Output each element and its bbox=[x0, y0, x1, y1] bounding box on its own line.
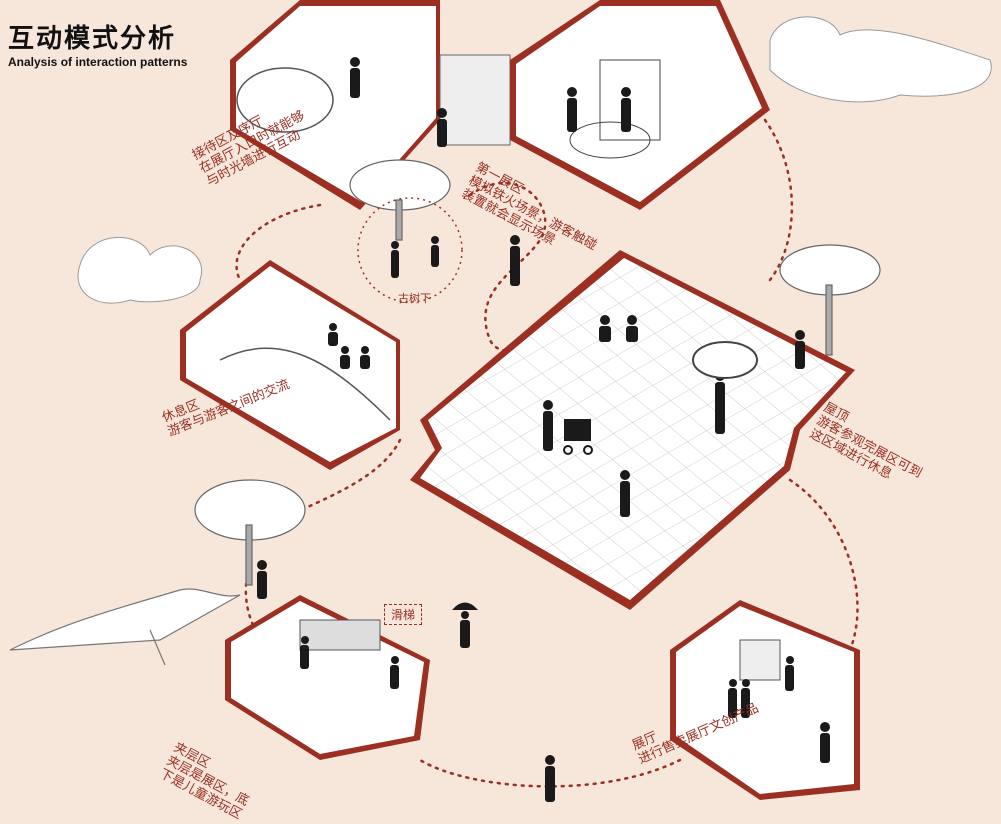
tree-zone-circle bbox=[357, 197, 463, 303]
diagram-subtitle: Analysis of interaction patterns bbox=[8, 55, 188, 69]
person-icon bbox=[257, 57, 830, 802]
umbrella-icon bbox=[452, 602, 478, 610]
reception-room bbox=[230, 0, 511, 210]
hall-room bbox=[670, 600, 860, 800]
slide-label: 滑梯 bbox=[384, 604, 423, 625]
kite-icon bbox=[9, 588, 241, 666]
floor1-room bbox=[510, 0, 770, 210]
stroller-icon bbox=[563, 419, 593, 455]
diagram-title: 互动模式分析 bbox=[8, 24, 177, 54]
cloud-icon bbox=[77, 16, 992, 304]
roof-circle-bench bbox=[692, 341, 758, 379]
roof-platform bbox=[410, 250, 855, 610]
zone-label-tree: 古树下 bbox=[398, 292, 431, 305]
mezzanine-room bbox=[225, 595, 430, 760]
tree-icon bbox=[194, 159, 881, 586]
rest-room bbox=[180, 260, 400, 470]
